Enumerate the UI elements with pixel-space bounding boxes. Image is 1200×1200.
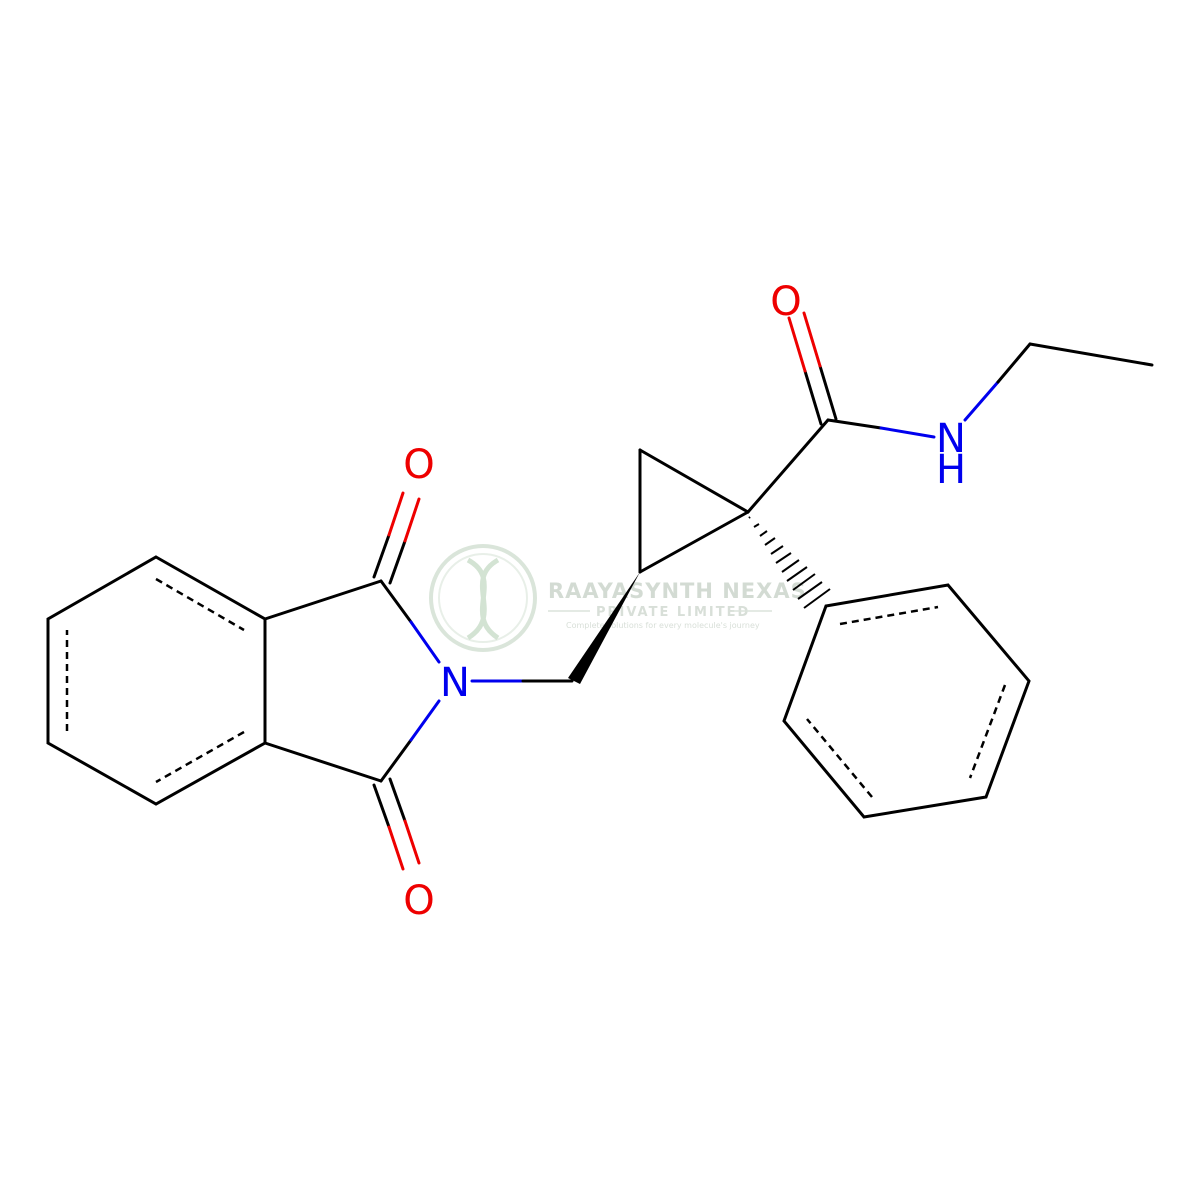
amide-carbonyl [787, 311, 838, 426]
ethyl-group [963, 342, 1154, 422]
imide-carbonyl-top [372, 491, 421, 585]
watermark-logo-inner-ring [438, 553, 528, 643]
c-carbonyl-bond [746, 418, 830, 514]
atom-h-amide: H [936, 447, 966, 493]
imide-carbonyl-bottom [372, 777, 421, 871]
watermark-helix-icon [466, 557, 500, 641]
wedge-bond [568, 572, 640, 684]
cyclopropane-ring [638, 448, 750, 574]
atom-o-amide: O [770, 279, 801, 325]
phthalimide-benzene-ring [46, 555, 267, 806]
watermark-company: RAAYASYNTH NEXAS [548, 579, 807, 603]
atom-o-imide-top: O [403, 442, 434, 488]
watermark-logo-icon [429, 544, 537, 652]
amide-cn-bond [826, 418, 936, 439]
atom-o-imide-bottom: O [403, 878, 434, 924]
watermark: RAAYASYNTH NEXAS PRIVATE LIMITED Complet… [429, 544, 807, 652]
phenyl-ring [782, 583, 1031, 819]
watermark-subtitle: PRIVATE LIMITED [596, 605, 750, 620]
watermark-tagline: Complete solutions for every molecule's … [566, 621, 760, 630]
atom-n-imide: N [440, 660, 470, 706]
atom-n-amide: N [936, 416, 966, 462]
hash-bond [748, 516, 831, 609]
imide-ring [263, 579, 441, 783]
